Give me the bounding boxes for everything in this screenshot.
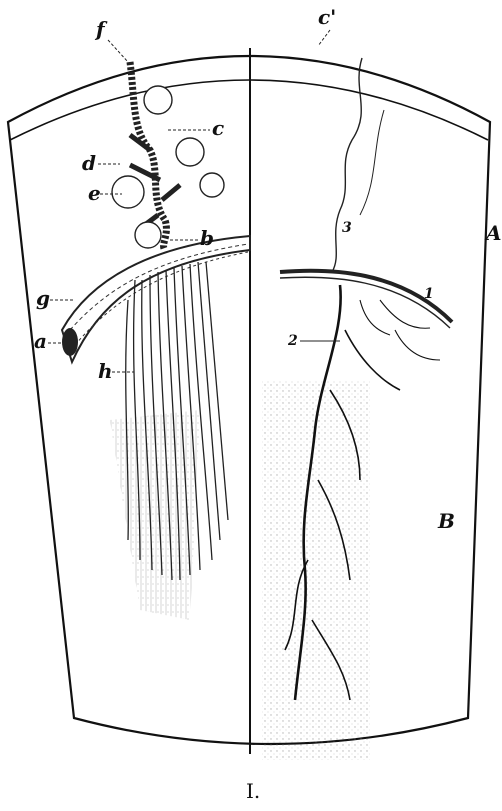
label-c-prime: c' xyxy=(318,5,336,29)
acinus xyxy=(176,138,204,166)
label-3: 3 xyxy=(342,220,352,236)
acinus xyxy=(144,86,172,114)
label-a: a xyxy=(34,329,47,353)
section-outline xyxy=(8,48,490,754)
label-d: d xyxy=(82,151,96,175)
acinus xyxy=(200,173,224,197)
figure-caption: I. xyxy=(246,779,260,803)
label-h: h xyxy=(98,359,113,383)
label-f: f xyxy=(94,17,108,41)
label-b: b xyxy=(200,226,214,250)
label-e: e xyxy=(88,181,101,205)
region-label-A: A xyxy=(484,221,502,245)
label-2: 2 xyxy=(287,333,298,349)
acinus xyxy=(135,222,161,248)
region-label-B: B xyxy=(437,509,455,533)
label-c: c xyxy=(212,116,224,140)
label-g: g xyxy=(36,286,50,310)
dark-node xyxy=(62,328,78,356)
label-1: 1 xyxy=(424,286,434,302)
acinus xyxy=(112,176,144,208)
